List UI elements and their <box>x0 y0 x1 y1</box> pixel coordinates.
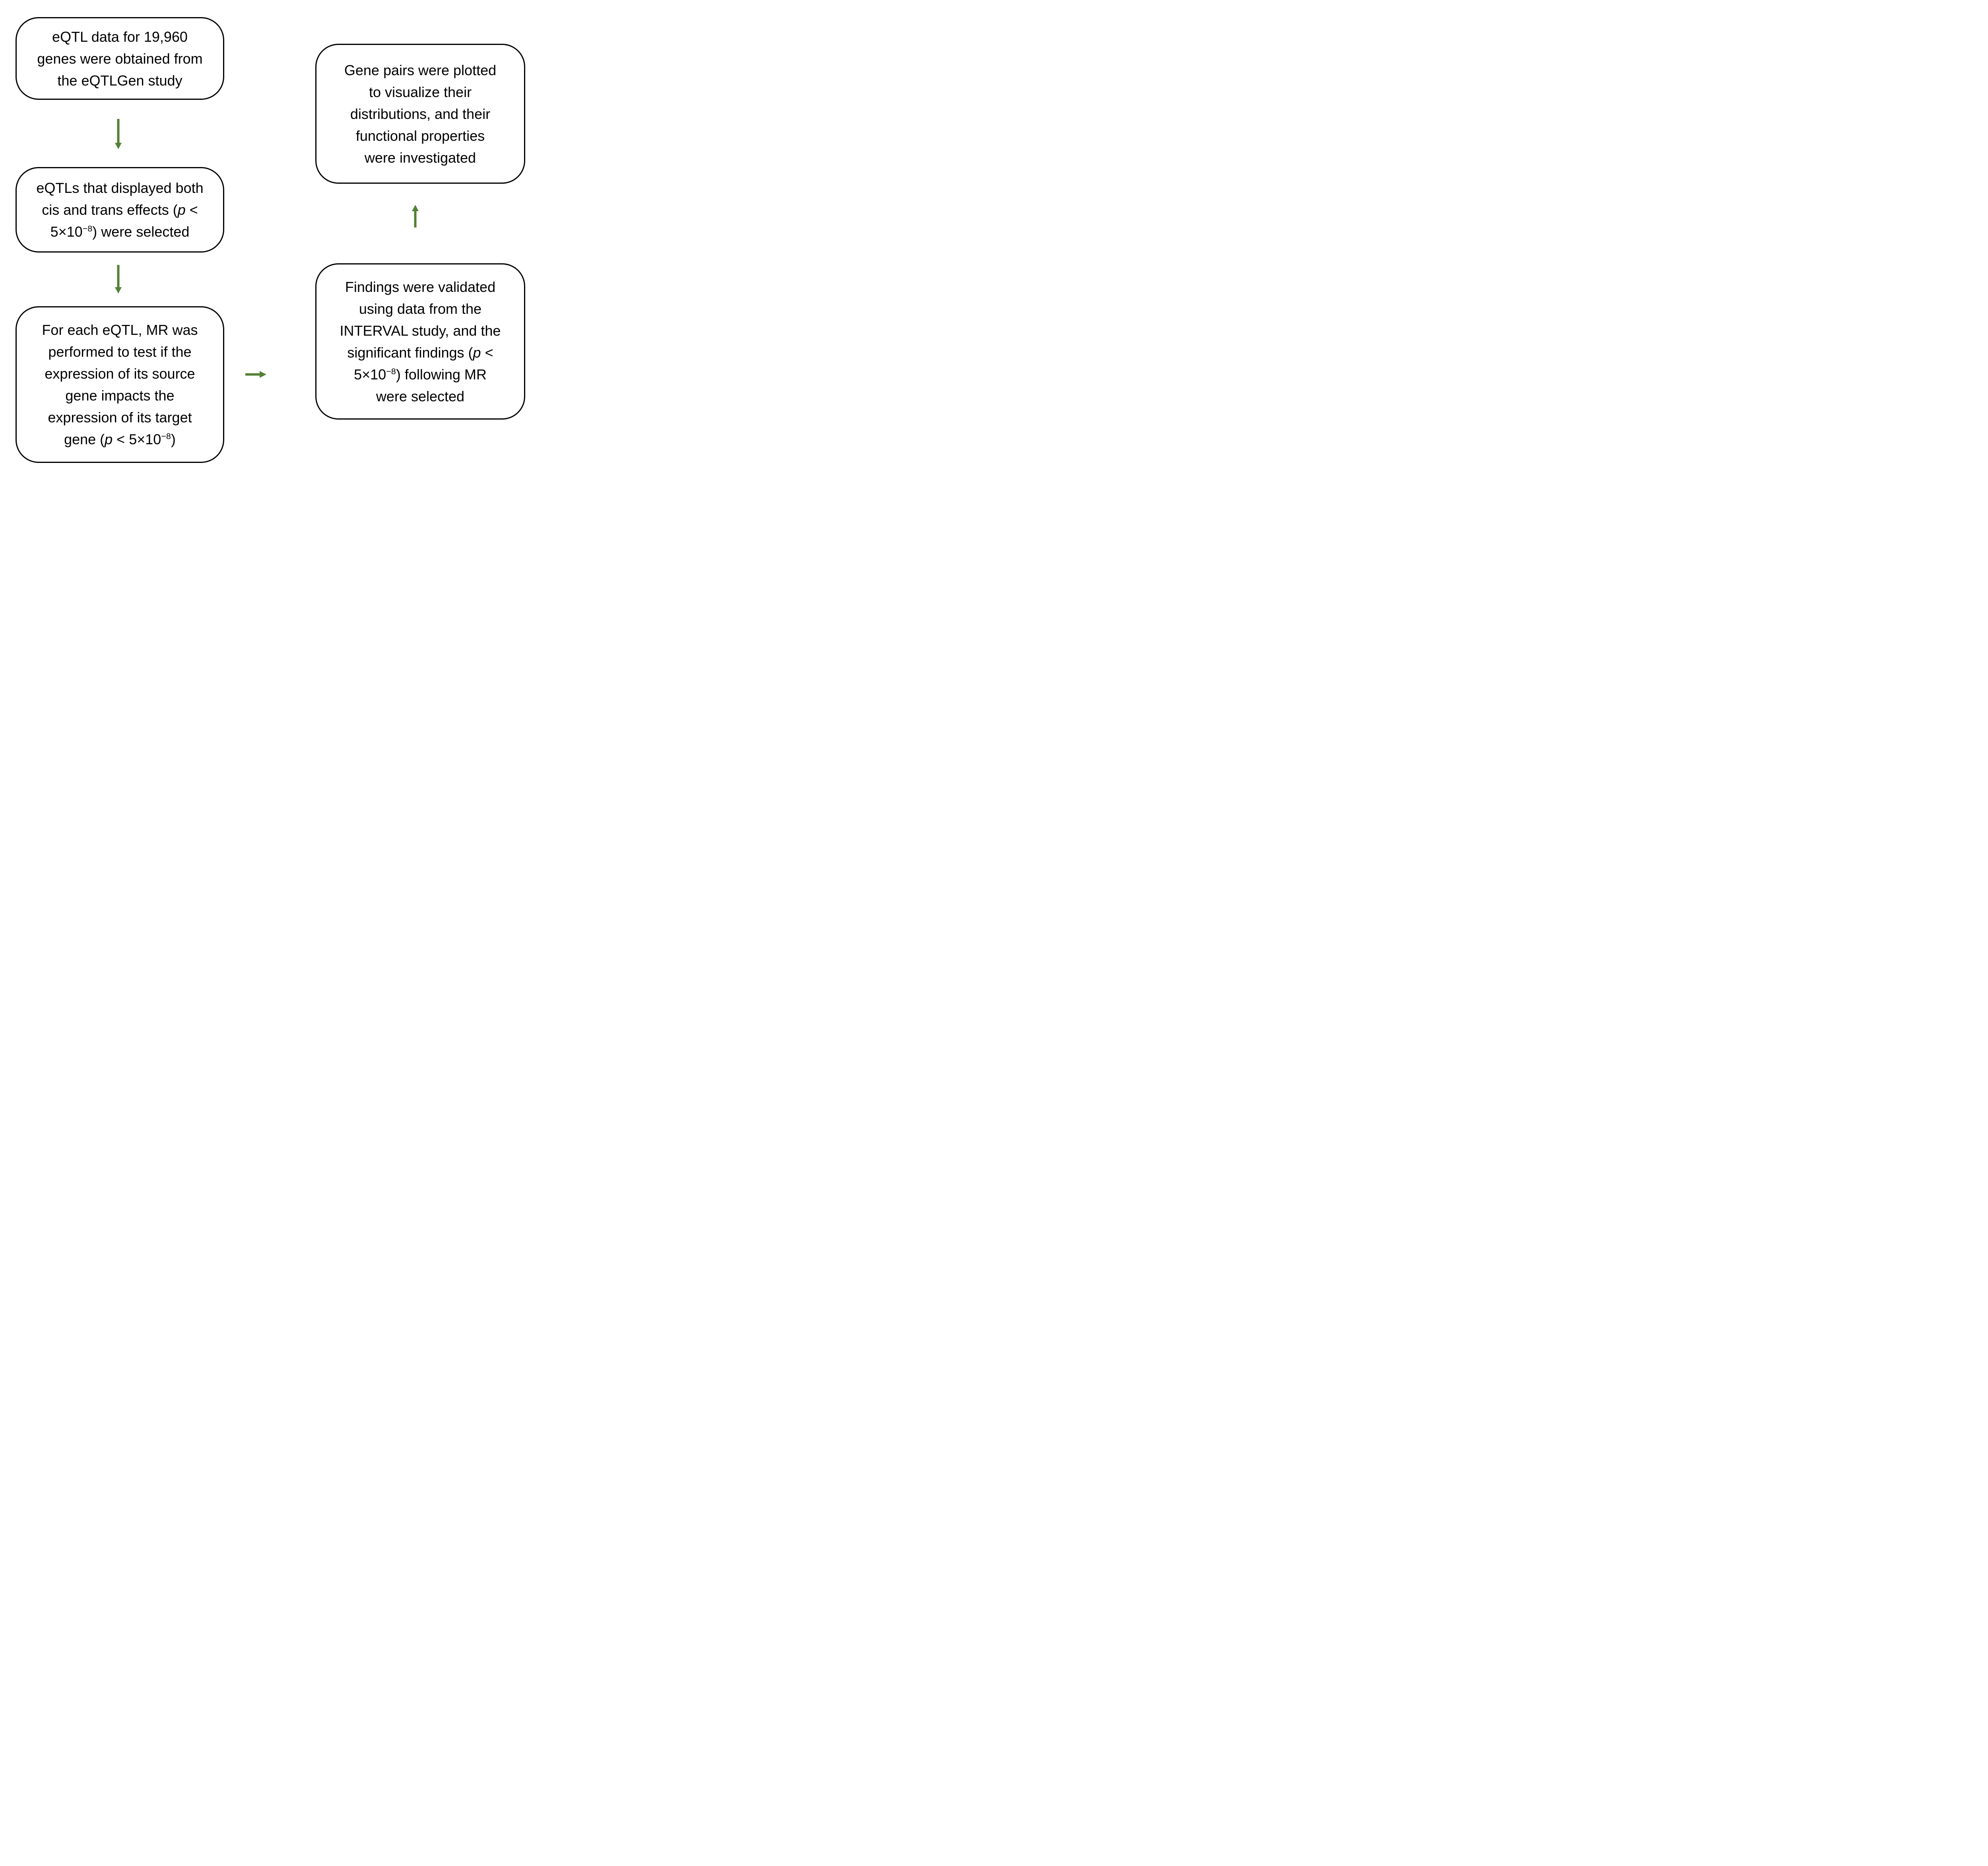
down-arrow-1-icon <box>115 119 122 149</box>
up-arrow-icon <box>412 205 419 227</box>
down-arrow-2-icon <box>115 265 122 294</box>
right-arrow-icon <box>245 371 266 378</box>
